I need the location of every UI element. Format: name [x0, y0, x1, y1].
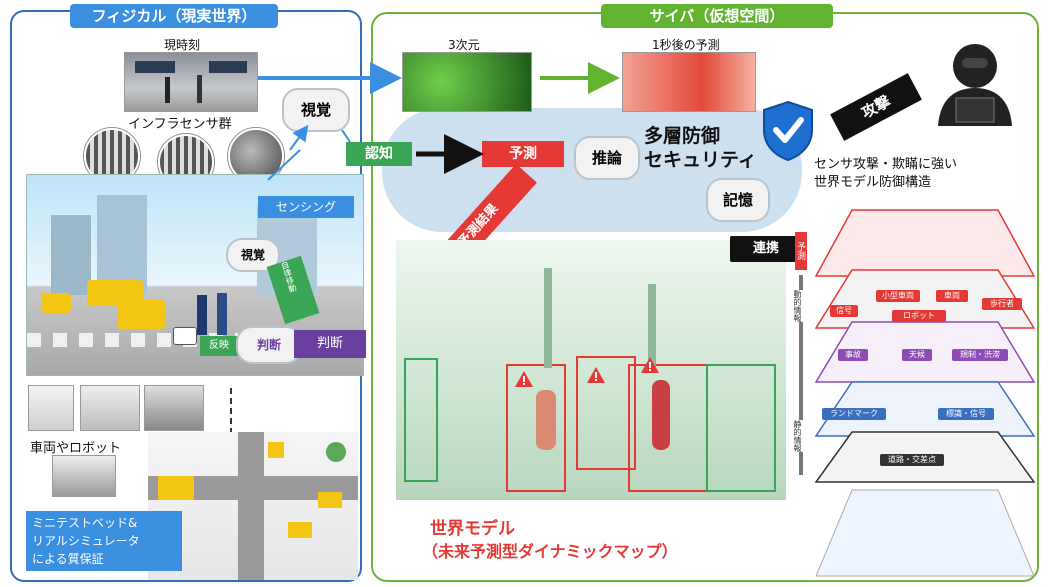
world-model-sub-label: （未来予測型ダイナミックマップ） [422, 542, 678, 561]
three-d-label: 3次元 [448, 38, 480, 52]
tag-road-intersection: 道路・交差点 [880, 454, 944, 466]
static-info-label: 静的情報 [792, 420, 803, 452]
warning-icon [640, 356, 660, 374]
tag-landmark: ランドマーク [822, 408, 886, 420]
physical-title: フィジカル（現実世界） [70, 4, 278, 28]
infra-sensors-label: インフラセンサ群 [128, 117, 232, 132]
tag-robot: ロボット [892, 310, 946, 322]
robot-photo-4 [52, 455, 116, 497]
hacker-icon [930, 40, 1020, 126]
prediction-tag: 予測 [795, 232, 807, 270]
link-label: 連携 [752, 241, 779, 256]
world-model-scene [396, 240, 786, 500]
prediction-1s-image [622, 52, 756, 112]
shield-icon [760, 100, 816, 162]
cyber-title: サイバ（仮想空間） [601, 4, 833, 28]
vision-small-label: 視覚 [240, 248, 265, 262]
reflex-tag: 反映 [200, 336, 238, 356]
robot-photo-2 [80, 385, 140, 431]
prediction-box: 予測 [482, 141, 564, 167]
tag-weather: 天候 [902, 349, 932, 361]
tag-signal: 信号 [830, 305, 858, 317]
divider-line [230, 388, 233, 434]
memory-label: 記憶 [722, 191, 753, 209]
tag-accident: 事故 [838, 349, 868, 361]
judgment-cyber-label: 判断 [316, 336, 343, 351]
robot-photo-1 [28, 385, 74, 431]
defense-text: センサ攻撃・欺瞞に強い 世界モデル防御構造 [814, 156, 957, 192]
defense-label-1: センサ攻撃・欺瞞に強い [814, 157, 958, 172]
map-prediction-label: 予測 [795, 242, 805, 260]
tag-pedestrian: 歩行者 [982, 298, 1022, 310]
dynamic-map-stack [812, 206, 1038, 580]
cognition-box: 認知 [346, 142, 412, 166]
vehicles-robots-label: 車両やロボット [30, 441, 122, 456]
prediction-1s-label: 1秒後の予測 [652, 38, 720, 52]
warning-icon [514, 370, 534, 388]
minitest-label-3: による質保証 [32, 552, 104, 566]
sensing-label: センシング [258, 196, 354, 218]
warning-icon [586, 366, 606, 384]
tag-vehicle: 車両 [936, 290, 968, 302]
reasoning-brain-icon: 推論 [574, 136, 640, 180]
world-model-label: 世界モデル [430, 519, 515, 539]
vision-brain-icon: 視覚 [282, 88, 350, 132]
current-time-label: 現時刻 [164, 38, 201, 52]
three-d-image [402, 52, 532, 112]
minitest-box: ミニテストベッド& リアルシミュレータ による質保証 [26, 511, 182, 571]
vision-label: 視覚 [300, 101, 331, 119]
info-axis [799, 275, 803, 475]
judgment-box: 判断 [294, 330, 366, 358]
minitest-label-1: ミニテストベッド& [32, 516, 138, 530]
security-label-2: セキュリティ [644, 149, 757, 171]
cognition-label: 認知 [365, 146, 393, 162]
tag-small-vehicle: 小型車両 [876, 290, 920, 302]
security-title: 多層防御 セキュリティ [644, 124, 757, 172]
link-arrow: 連携 [730, 236, 802, 262]
defense-label-2: 世界モデル防御構造 [814, 175, 932, 190]
tag-regulation: 規制・渋滞 [952, 349, 1008, 361]
prediction-label: 予測 [509, 146, 537, 162]
tag-sign-signal: 標識・信号 [938, 408, 994, 420]
minitest-label-2: リアルシミュレータ [32, 534, 140, 548]
security-label-1: 多層防御 [644, 125, 721, 147]
reflex-label: 反映 [209, 340, 229, 351]
memory-brain-icon: 記憶 [706, 178, 770, 222]
dynamic-info-label: 動的情報 [792, 290, 803, 322]
reasoning-label: 推論 [591, 149, 622, 167]
robot-photo-3 [144, 385, 204, 431]
station-photo [124, 52, 258, 112]
judgment-physical-label: 判断 [256, 338, 281, 352]
